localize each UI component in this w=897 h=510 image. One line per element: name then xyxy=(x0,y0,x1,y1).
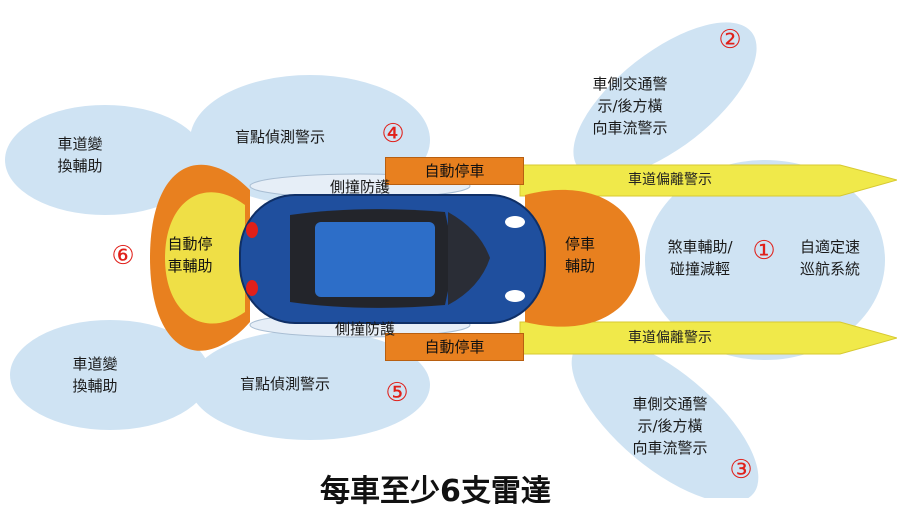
number-6: ⑥ xyxy=(111,241,135,271)
number-1: ① xyxy=(752,236,776,266)
label-blind-spot-bottom: 盲點偵測警示 xyxy=(239,375,330,393)
zone-rear-parking-core xyxy=(165,192,245,324)
label-rear-cross-top: 車側交通警 示/後方橫 向車流警示 xyxy=(592,75,668,137)
label-parking-assist-front: 停車 輔助 xyxy=(564,235,595,275)
sensor-zones xyxy=(5,22,885,498)
zone-blind-spot-bottom xyxy=(190,330,430,440)
label-rear-cross-bottom: 車側交通警 示/後方橫 向車流警示 xyxy=(632,395,708,457)
zone-rear-cross-top xyxy=(573,22,757,178)
zone-blind-spot-top xyxy=(190,75,430,205)
label-lane-change-bottom: 車道變 換輔助 xyxy=(72,355,118,395)
label-brake-assist: 煞車輔助/ 碰撞減輕 xyxy=(667,238,733,278)
label-lane-change-top: 車道變 換輔助 xyxy=(57,135,103,175)
beam-lane-departure-top xyxy=(519,164,897,197)
zone-rear-cross-bottom xyxy=(571,337,759,498)
label-lane-departure-top: 車道偏離警示 xyxy=(628,172,712,188)
auto-park-box-bottom: 自動停車 xyxy=(385,333,524,361)
adas-diagram: 自動停車 自動停車 車道變 換輔助 車道變 換輔助 盲點偵測警示 盲點偵測警示 … xyxy=(5,22,897,509)
number-3: ③ xyxy=(729,455,753,485)
label-acc: 自適定速 巡航系統 xyxy=(799,238,860,278)
label-side-collision-top: 側撞防護 xyxy=(329,178,390,196)
zone-lane-change-bottom xyxy=(10,320,210,430)
diagram-title: 每車至少6支雷達 xyxy=(320,474,551,509)
zone-lane-change-top xyxy=(5,105,205,215)
label-auto-park-rear: 自動停 車輔助 xyxy=(167,235,213,275)
label-side-collision-bottom: 側撞防護 xyxy=(334,320,395,338)
car xyxy=(239,194,546,324)
zone-front-parking xyxy=(525,189,640,327)
label-blind-spot-top: 盲點偵測警示 xyxy=(234,128,325,146)
number-5: ⑤ xyxy=(385,378,409,408)
auto-park-box-top: 自動停車 xyxy=(385,157,524,185)
number-2: ② xyxy=(718,25,742,55)
label-lane-departure-bottom: 車道偏離警示 xyxy=(628,330,712,346)
car-roof xyxy=(315,222,435,297)
zone-acc xyxy=(645,160,885,360)
number-4: ④ xyxy=(381,119,405,149)
